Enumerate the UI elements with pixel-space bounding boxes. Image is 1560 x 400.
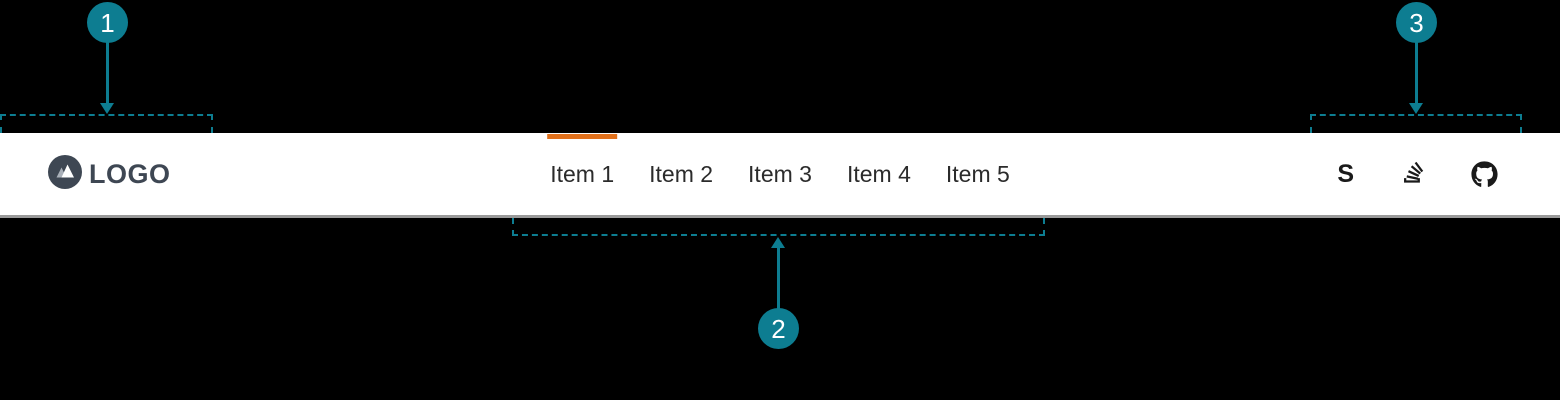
navbar: LOGO Item 1 Item 2 Item 3 Item 4 Item 5 …	[0, 133, 1560, 218]
callout-2-badge: 2	[758, 308, 799, 349]
callout-3-arrowhead-icon	[1409, 103, 1423, 114]
stackoverflow-icon[interactable]	[1400, 160, 1425, 189]
callout-1-badge: 1	[87, 2, 128, 43]
nav-item-1[interactable]: Item 1	[547, 133, 618, 215]
mountain-logo-icon	[48, 154, 82, 194]
callout-1-arrowhead-icon	[100, 103, 114, 114]
stackexchange-icon[interactable]: S	[1337, 159, 1354, 188]
callout-2-region-outline	[512, 218, 1045, 236]
logo-text: LOGO	[89, 158, 171, 189]
callout-3-badge: 3	[1396, 2, 1437, 43]
nav-item-5[interactable]: Item 5	[945, 160, 1010, 187]
callout-1-arrow-line	[106, 42, 109, 104]
nav-item-4[interactable]: Item 4	[846, 160, 911, 187]
github-icon[interactable]	[1471, 160, 1498, 188]
callout-2-arrowhead-icon	[771, 237, 785, 248]
callout-1-region-outline	[0, 114, 213, 133]
nav-item-3[interactable]: Item 3	[748, 160, 812, 187]
nav-item-2[interactable]: Item 2	[649, 160, 714, 187]
logo[interactable]: LOGO	[48, 154, 171, 194]
callout-3-arrow-line	[1415, 42, 1418, 104]
callout-3-region-outline	[1310, 114, 1522, 133]
callout-2-arrow-line	[777, 247, 780, 309]
social-icons: S	[1337, 133, 1498, 215]
nav-menu: Item 1 Item 2 Item 3 Item 4 Item 5	[547, 133, 1010, 215]
